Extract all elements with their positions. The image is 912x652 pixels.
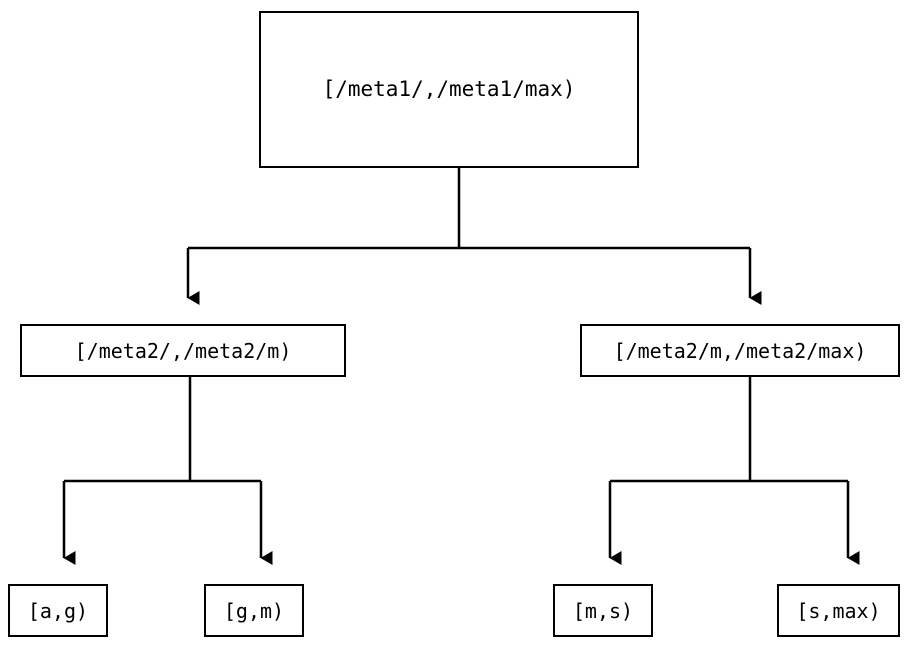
tree-node-root-label: [/meta1/,/meta1/max): [322, 77, 576, 101]
tree-node-mid-left[interactable]: [/meta2/,/meta2/m): [20, 324, 346, 377]
tree-node-leaf-1[interactable]: [a,g): [8, 584, 108, 637]
tree-node-leaf-2-label: [g,m): [223, 598, 285, 623]
tree-node-leaf-3-label: [m,s): [572, 598, 634, 623]
tree-node-root[interactable]: [/meta1/,/meta1/max): [259, 11, 639, 168]
tree-node-leaf-1-label: [a,g): [27, 598, 89, 623]
tree-node-mid-right[interactable]: [/meta2/m,/meta2/max): [580, 324, 900, 377]
tree-node-leaf-4[interactable]: [s,max): [777, 584, 900, 637]
tree-node-leaf-3[interactable]: [m,s): [553, 584, 653, 637]
tree-node-leaf-4-label: [s,max): [796, 598, 881, 623]
tree-node-mid-right-label: [/meta2/m,/meta2/max): [613, 338, 867, 363]
tree-node-leaf-2[interactable]: [g,m): [204, 584, 304, 637]
tree-node-mid-left-label: [/meta2/,/meta2/m): [74, 338, 292, 363]
